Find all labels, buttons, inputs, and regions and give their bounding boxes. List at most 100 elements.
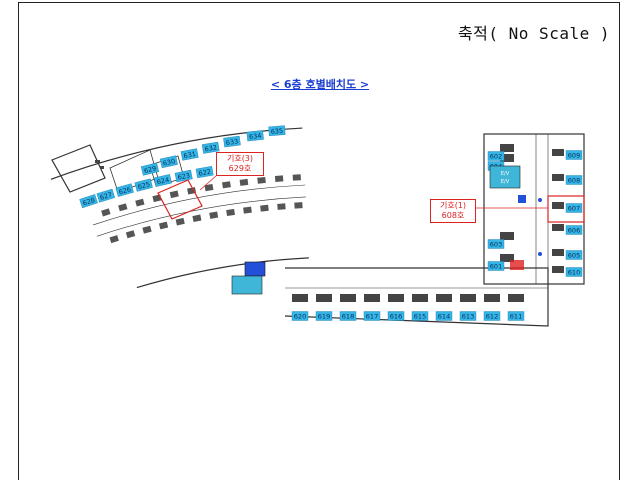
room-tag-601-bg [487, 261, 505, 271]
elevator-shaft [231, 275, 263, 295]
room-tag-612-text: 612 [486, 313, 498, 321]
room-divider-inner [307, 197, 310, 258]
elevator-label: E/V [501, 171, 510, 177]
bath-fixture [118, 203, 128, 212]
room-tag-632-bg [201, 141, 220, 154]
room-tag-623-bg [174, 169, 193, 183]
room-tag-610: 610 [565, 267, 583, 277]
room-tag-624: 624 [153, 174, 172, 187]
room-tag-633: 633 [223, 135, 241, 148]
bath-fixture [175, 217, 185, 226]
room-tag-632: 632 [201, 141, 220, 154]
room-tag-615-text: 615 [414, 313, 426, 321]
bottom-bath-616 [388, 294, 404, 302]
annex-fixture [95, 160, 100, 163]
floor-plan-title[interactable]: < 6층 호별배치도 > [0, 76, 640, 92]
bottom-bath-615 [412, 294, 428, 302]
tower-bath-606 [552, 224, 564, 231]
room-tag-630: 630 [159, 155, 178, 169]
room-tag-629-text: 629 [143, 164, 157, 175]
bath-fixture [204, 183, 214, 192]
room-tag-631: 631 [180, 148, 199, 161]
tower-elevator [489, 165, 521, 189]
room-tag-611: 611 [507, 311, 525, 321]
highlight-629 [157, 179, 203, 220]
callout-629-room: 629호 [228, 164, 252, 173]
callout-608-room: 608호 [441, 211, 465, 220]
room-tag-618-text: 618 [342, 313, 354, 321]
bottom-bath-620 [292, 294, 308, 302]
room-tag-629-bg [140, 162, 160, 176]
room-tag-603-text: 603 [490, 241, 502, 249]
room-tag-609-bg [565, 150, 583, 160]
bath-fixture [125, 230, 136, 239]
room-tag-612: 612 [483, 311, 501, 321]
room-tag-635-text: 635 [270, 127, 283, 136]
bath-fixture [260, 204, 269, 212]
room-tag-627-text: 627 [99, 191, 113, 202]
room-tag-615-bg [411, 311, 429, 321]
room-tag-620: 620 [291, 311, 309, 321]
bottom-bath-611 [508, 294, 524, 302]
bath-fixture [222, 181, 231, 189]
room-tag-616-text: 616 [390, 313, 402, 321]
bath-fixture [239, 178, 249, 186]
page-frame [18, 2, 620, 480]
bath-fixture [192, 214, 202, 222]
room-tag-626: 626 [115, 183, 134, 197]
tower-blue-dot [538, 198, 542, 202]
room-tag-635-bg [268, 125, 286, 137]
bath-fixture [169, 190, 179, 199]
room-tag-626-bg [115, 183, 134, 197]
bottom-bath-614 [436, 294, 452, 302]
bath-fixture [209, 211, 219, 219]
room-tag-623-text: 623 [177, 171, 191, 181]
room-tag-614: 614 [435, 311, 453, 321]
room-tag-614-text: 614 [438, 313, 450, 321]
bath-fixture [101, 208, 111, 217]
floor-plan-title-text: < 6층 호별배치도 > [270, 78, 370, 91]
tower-bath-605 [552, 249, 564, 256]
tower-bath-610 [552, 266, 564, 273]
bath-fixture [277, 203, 286, 210]
room-tag-629: 629 [140, 162, 160, 176]
room-tag-605-bg [565, 250, 583, 260]
room-tags: 6286276266256246236226216296306316326336… [79, 125, 583, 321]
room-tag-608: 608 [565, 175, 583, 185]
room-tag-624-text: 624 [156, 176, 170, 187]
callout-629-label: 기호(3) [226, 154, 254, 163]
room-divider-inner [290, 198, 294, 259]
room-tag-634: 634 [246, 130, 264, 142]
callout-629-leader [199, 175, 217, 191]
room-tag-617: 617 [363, 311, 381, 321]
room-tag-634-bg [246, 130, 264, 142]
room-tag-602-text: 602 [490, 153, 502, 161]
tower-bath-601 [500, 254, 514, 262]
room-tag-613: 613 [459, 311, 477, 321]
bath-fixture [243, 206, 252, 214]
bottom-bath-613 [460, 294, 476, 302]
tower-bath-607 [552, 202, 564, 209]
corridor-line-2 [96, 196, 306, 237]
bath-fixture [294, 202, 303, 209]
bath-fixture [274, 175, 284, 183]
room-tag-626-text: 626 [118, 185, 132, 196]
bath-fixture [158, 221, 169, 230]
tower-bath-603 [500, 232, 514, 240]
room-tag-628-bg [79, 194, 98, 209]
highlight-608 [547, 195, 585, 223]
room-tag-617-text: 617 [366, 313, 378, 321]
room-tag-632-text: 632 [204, 143, 218, 153]
room-tag-625: 625 [134, 178, 153, 192]
bottom-wing-wall [284, 267, 549, 327]
room-tag-623: 623 [174, 169, 193, 183]
room-tag-610-text: 610 [568, 269, 580, 277]
plan-extras: E/VE/V [95, 160, 585, 295]
room-tag-611-text: 611 [510, 313, 522, 321]
room-tag-607-bg [565, 203, 583, 213]
room-tag-625-text: 625 [137, 180, 151, 191]
bath-fixture [257, 176, 266, 184]
bath-fixture [187, 187, 197, 195]
room-tag-606-bg [565, 225, 583, 235]
